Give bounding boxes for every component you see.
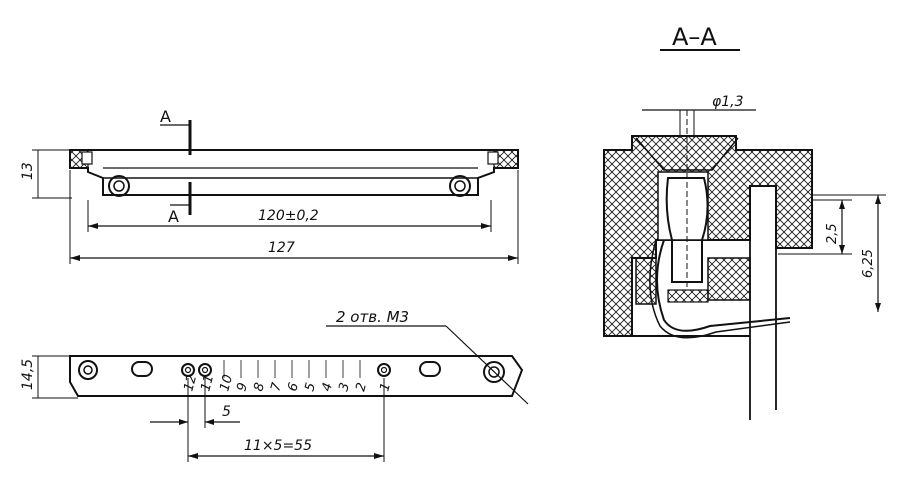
contact-number-12: 12	[181, 373, 200, 393]
contact-number-6: 6	[285, 381, 302, 393]
mounting-hole-right	[449, 175, 471, 197]
dim-total-length: 127	[268, 240, 295, 256]
contact-number-9: 9	[234, 381, 251, 393]
section-a-a: A–A φ1,3 2,5 6,25	[603, 23, 886, 420]
contact-number-10: 10	[217, 373, 236, 393]
m3-hole-left	[78, 360, 98, 380]
section-mark-top: A	[160, 107, 171, 126]
contact-number-4: 4	[319, 381, 336, 393]
section-title: A–A	[672, 23, 717, 51]
contact-number-11: 11	[198, 373, 217, 393]
dim-height-13: 13	[20, 162, 36, 180]
top-view: A A 13 120±0,2 127	[20, 107, 519, 264]
dim-diameter: φ1,3	[712, 94, 744, 110]
contact-number-1: 1	[377, 381, 394, 393]
mounting-hole-left	[108, 175, 130, 197]
dim-small: 2,5	[825, 223, 840, 244]
dim-pitch-total: 11×5=55	[244, 438, 312, 454]
contact-number-5: 5	[302, 381, 319, 393]
contact-number-3: 3	[336, 381, 353, 393]
dim-large: 6,25	[861, 249, 876, 278]
dim-height-14-5: 14,5	[20, 359, 36, 390]
contact-number-2: 2	[353, 381, 370, 393]
m3-hole-right	[483, 361, 505, 383]
contact-number-8: 8	[251, 381, 268, 393]
dim-hole-spacing: 120±0,2	[258, 208, 319, 224]
section-mark-bottom: A	[168, 207, 179, 226]
bottom-view: 12 11 10 9 8 7 6 5 4 3 2 1 14,5 2 отв. M…	[20, 308, 529, 462]
dim-pitch: 5	[222, 404, 231, 420]
note-holes-m3: 2 отв. M3	[336, 308, 409, 326]
contact-number-7: 7	[268, 380, 285, 393]
